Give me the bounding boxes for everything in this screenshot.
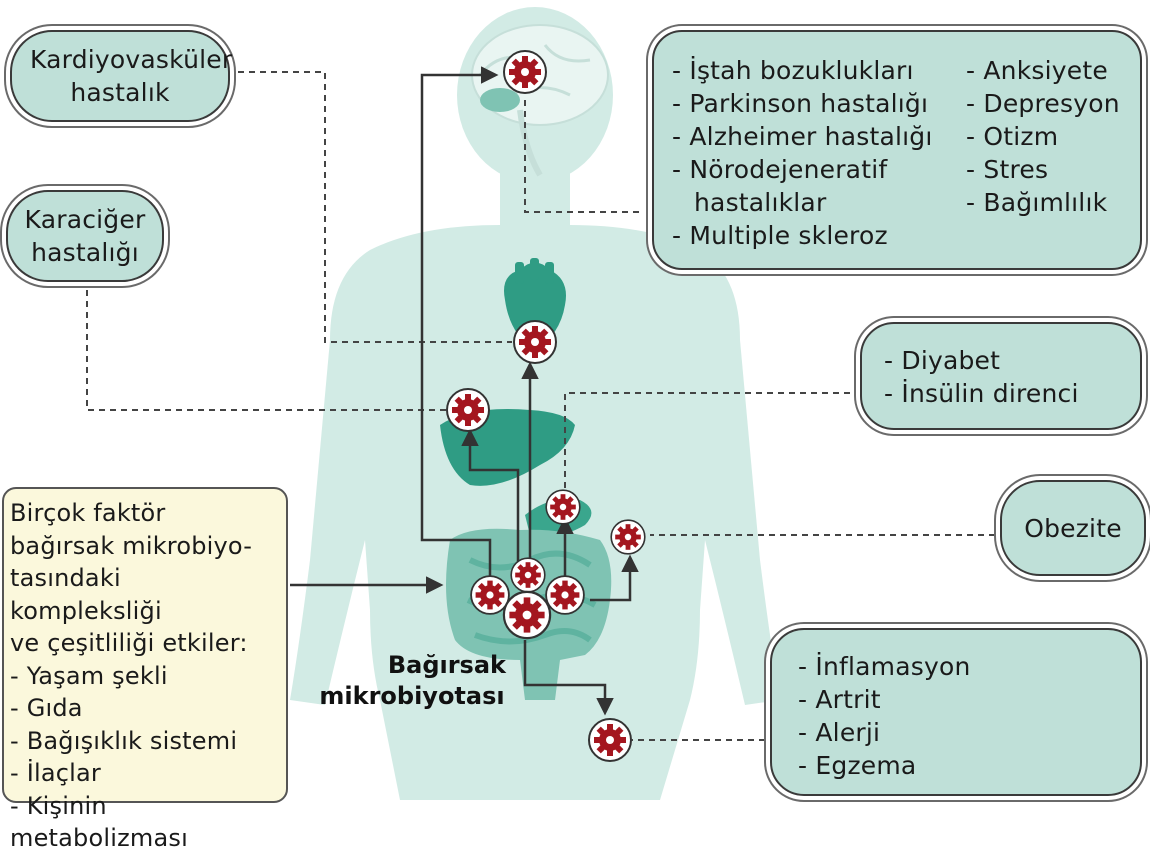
factor-intro-line: tasındaki kompleksliği — [10, 564, 162, 625]
brain-disorders-box: İştah bozuklukları Parkinson hastalığı A… — [652, 30, 1142, 270]
microbe-gut-top — [510, 557, 546, 593]
factor-intro: Birçok faktör bağırsak mikrobiyo- tasınd… — [10, 497, 280, 660]
microbe-heart — [513, 320, 557, 364]
obesity-label: Obezite — [1024, 513, 1122, 543]
brain-disorder-item: Nörodejeneratif — [672, 153, 942, 186]
cardio-label: Kardiyovasküler hastalık — [30, 45, 233, 107]
factor-item: İlaçlar — [10, 757, 280, 790]
brain-disorder-item: Depresyon — [966, 87, 1120, 120]
brain-disorder-item: Multiple skleroz — [672, 219, 942, 252]
inflammation-item: Alerji — [798, 716, 1114, 749]
dashed-connectors — [86, 71, 995, 741]
caption-line: Bağırsak — [387, 651, 506, 679]
brain-disorders-col2: Anksiyete Depresyon Otizm Stres Bağımlıl… — [966, 54, 1120, 246]
diabetes-list: Diyabet İnsülin direnci — [884, 344, 1118, 410]
microbe-fat — [610, 519, 646, 555]
factor-item: Kişinin metabolizması — [10, 790, 280, 855]
brain-disorder-item: Alzheimer hastalığı — [672, 120, 942, 153]
inflammation-list: İnflamasyon Artrit Alerji Egzema — [798, 650, 1114, 782]
inflammation-item: Artrit — [798, 683, 1114, 716]
microbe-gut-center — [502, 590, 552, 640]
factor-box: Birçok faktör bağırsak mikrobiyo- tasınd… — [2, 487, 288, 852]
brain-disorder-item: Otizm — [966, 120, 1120, 153]
brain-disorder-item: Bağımlılık — [966, 186, 1120, 219]
microbe-pancreas — [545, 489, 581, 525]
microbe-skin — [588, 718, 632, 762]
factor-intro-line: bağırsak mikrobiyo- — [10, 531, 253, 560]
factor-item: Bağışıklık sistemi — [10, 725, 280, 758]
factor-item: Yaşam şekli — [10, 660, 280, 693]
diabetes-item: İnsülin direnci — [884, 377, 1118, 410]
factor-intro-line: ve çeşitliliği etkiler: — [10, 629, 248, 657]
brain-disorder-item: Parkinson hastalığı — [672, 87, 942, 120]
brain-disorder-item-cont: hastalıklar — [694, 188, 827, 217]
factor-list: Yaşam şekli Gıda Bağışıklık sistemi İlaç… — [10, 660, 280, 855]
brain-disorders-col1: İştah bozuklukları Parkinson hastalığı A… — [672, 54, 942, 250]
liver-label: Karaciğer hastalığı — [24, 205, 146, 267]
diabetes-box: Diyabet İnsülin direnci — [860, 322, 1142, 430]
inflammation-box: İnflamasyon Artrit Alerji Egzema — [770, 628, 1142, 796]
diabetes-item: Diyabet — [884, 344, 1118, 377]
microbe-gut-right — [545, 575, 585, 615]
brain-disorder-item: Stres — [966, 153, 1120, 186]
factor-intro-line: Birçok faktör — [10, 499, 166, 527]
microbe-brain — [503, 50, 547, 94]
microbe-liver — [446, 388, 490, 432]
brain-disorder-item: Anksiyete — [966, 54, 1120, 87]
brain-disorder-item: İştah bozuklukları — [672, 54, 942, 87]
gut-microbiota-caption: Bağırsak mikrobiyotası — [312, 650, 512, 712]
inflammation-item: Egzema — [798, 749, 1114, 782]
inflammation-item: İnflamasyon — [798, 650, 1114, 683]
obesity-box: Obezite — [1000, 480, 1146, 576]
factor-item: Gıda — [10, 692, 280, 725]
liver-box: Karaciğer hastalığı — [6, 190, 164, 282]
caption-line: mikrobiyotası — [319, 682, 505, 710]
cardio-box: Kardiyovasküler hastalık — [10, 30, 233, 122]
microbe-gut-left — [470, 575, 510, 615]
arrows — [290, 66, 639, 716]
